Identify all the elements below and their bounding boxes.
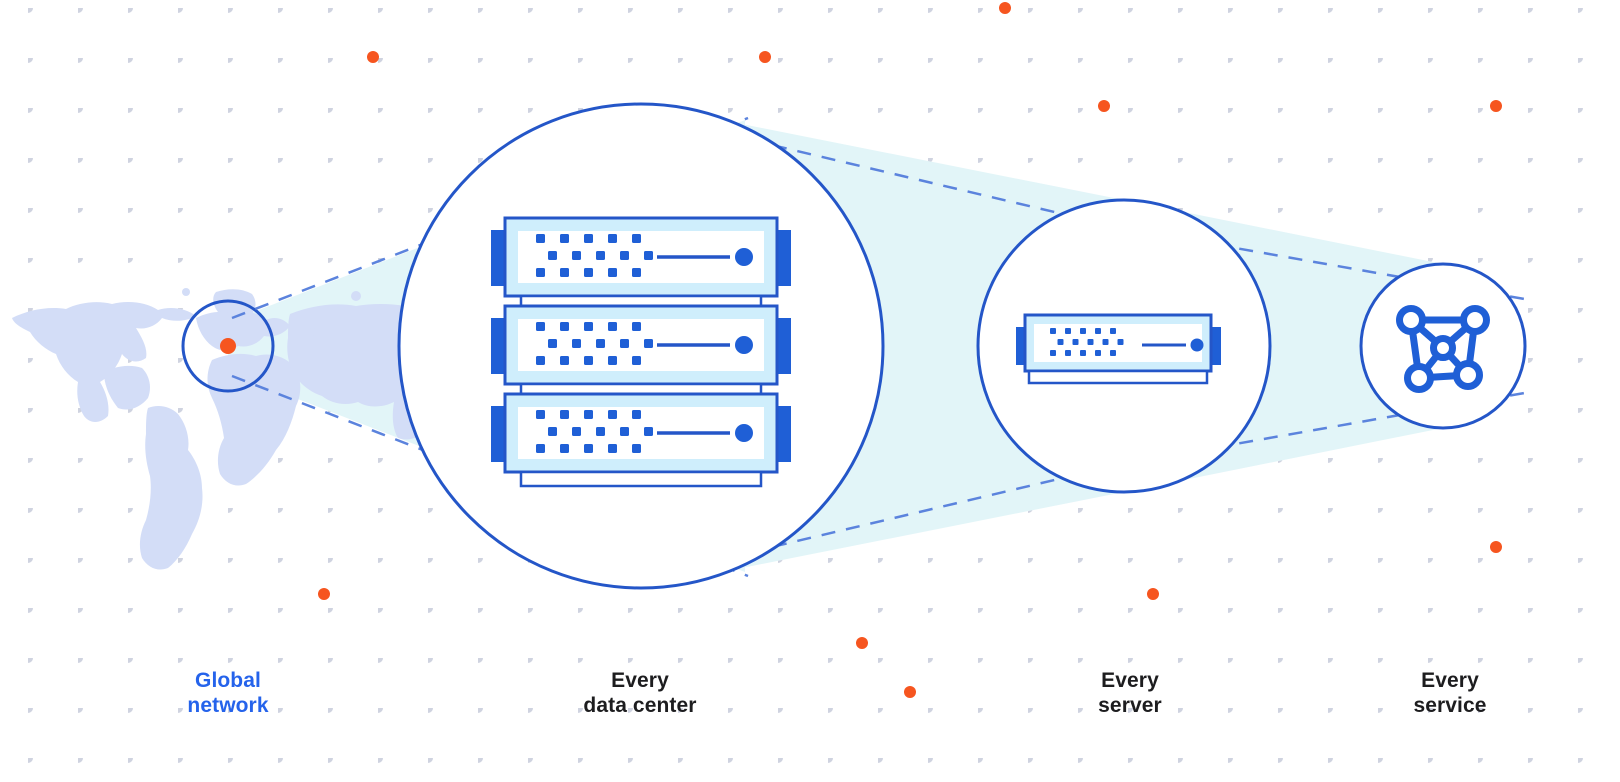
label-every-data-center: Every data center (583, 669, 697, 717)
label-global-network: Global network (187, 669, 269, 717)
server-base-bar (1027, 369, 1209, 385)
rack-unit-3-base-bar (519, 470, 763, 488)
rack-unit-2-status-dot (735, 336, 753, 354)
label-every-server: Every server (1098, 669, 1162, 717)
mesh-node-top-right (1460, 305, 1490, 335)
global-network-highlight-circle (181, 299, 275, 393)
rack-unit-2 (491, 304, 791, 400)
network-mesh-icon (1396, 305, 1490, 393)
server-status-dot (1190, 338, 1204, 352)
stage-every-data-center (397, 102, 885, 590)
rack-unit-1 (491, 216, 791, 312)
label-every-service: Every service (1413, 669, 1487, 717)
mesh-node-center (1430, 335, 1456, 361)
mesh-node-top-left (1396, 305, 1426, 335)
server-rack-graphic (491, 216, 791, 488)
mesh-nodes (1396, 305, 1490, 393)
rack-unit-3-status-dot (735, 424, 753, 442)
stage-every-service (1359, 262, 1527, 430)
mesh-node-bottom-right (1453, 360, 1483, 390)
global-network-location-marker (220, 338, 236, 354)
rack-unit-3 (491, 392, 791, 488)
single-server-graphic (1016, 313, 1221, 385)
accent-dots-group (318, 2, 1502, 698)
rack-unit-1-status-dot (735, 248, 753, 266)
mesh-node-bottom-left (1404, 363, 1434, 393)
stage-every-server (976, 198, 1272, 494)
